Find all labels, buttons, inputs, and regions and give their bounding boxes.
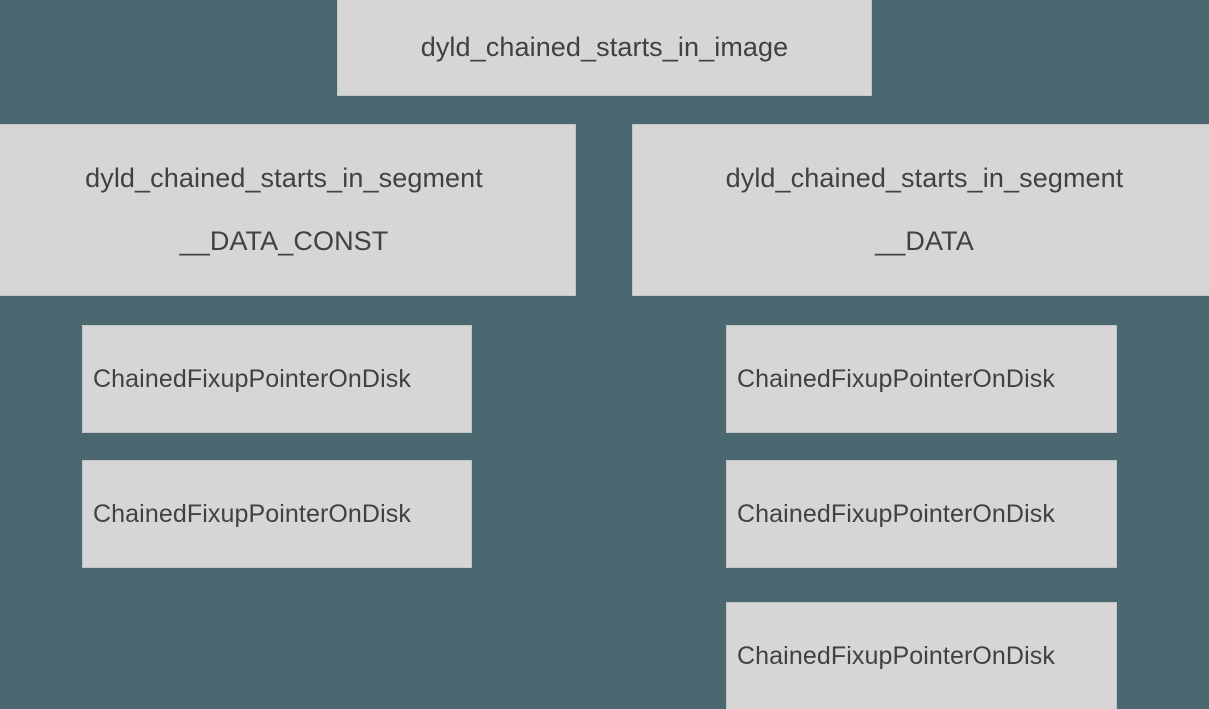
node-chained-fixup-pointer[interactable]: ChainedFixupPointerOnDisk bbox=[726, 325, 1117, 433]
node-chained-fixup-pointer[interactable]: ChainedFixupPointerOnDisk bbox=[82, 325, 472, 433]
node-label: ChainedFixupPointerOnDisk bbox=[737, 499, 1055, 528]
node-label: ChainedFixupPointerOnDisk bbox=[93, 364, 411, 393]
node-chained-fixup-pointer[interactable]: ChainedFixupPointerOnDisk bbox=[726, 460, 1117, 568]
node-segment-name: __DATA_CONST bbox=[179, 225, 389, 256]
node-dyld-chained-starts-in-image[interactable]: dyld_chained_starts_in_image bbox=[337, 0, 872, 96]
node-segment-name: __DATA bbox=[875, 225, 974, 256]
node-label: dyld_chained_starts_in_segment bbox=[85, 163, 483, 194]
node-label: dyld_chained_starts_in_segment bbox=[725, 163, 1124, 194]
node-segment-data[interactable]: dyld_chained_starts_in_segment __DATA bbox=[632, 124, 1209, 296]
node-label: ChainedFixupPointerOnDisk bbox=[737, 364, 1055, 393]
node-chained-fixup-pointer[interactable]: ChainedFixupPointerOnDisk bbox=[82, 460, 472, 568]
node-label: ChainedFixupPointerOnDisk bbox=[737, 641, 1055, 670]
node-segment-data-const[interactable]: dyld_chained_starts_in_segment __DATA_CO… bbox=[0, 124, 576, 296]
node-label: dyld_chained_starts_in_image bbox=[420, 32, 789, 63]
node-label: ChainedFixupPointerOnDisk bbox=[93, 499, 411, 528]
node-chained-fixup-pointer[interactable]: ChainedFixupPointerOnDisk bbox=[726, 602, 1117, 709]
